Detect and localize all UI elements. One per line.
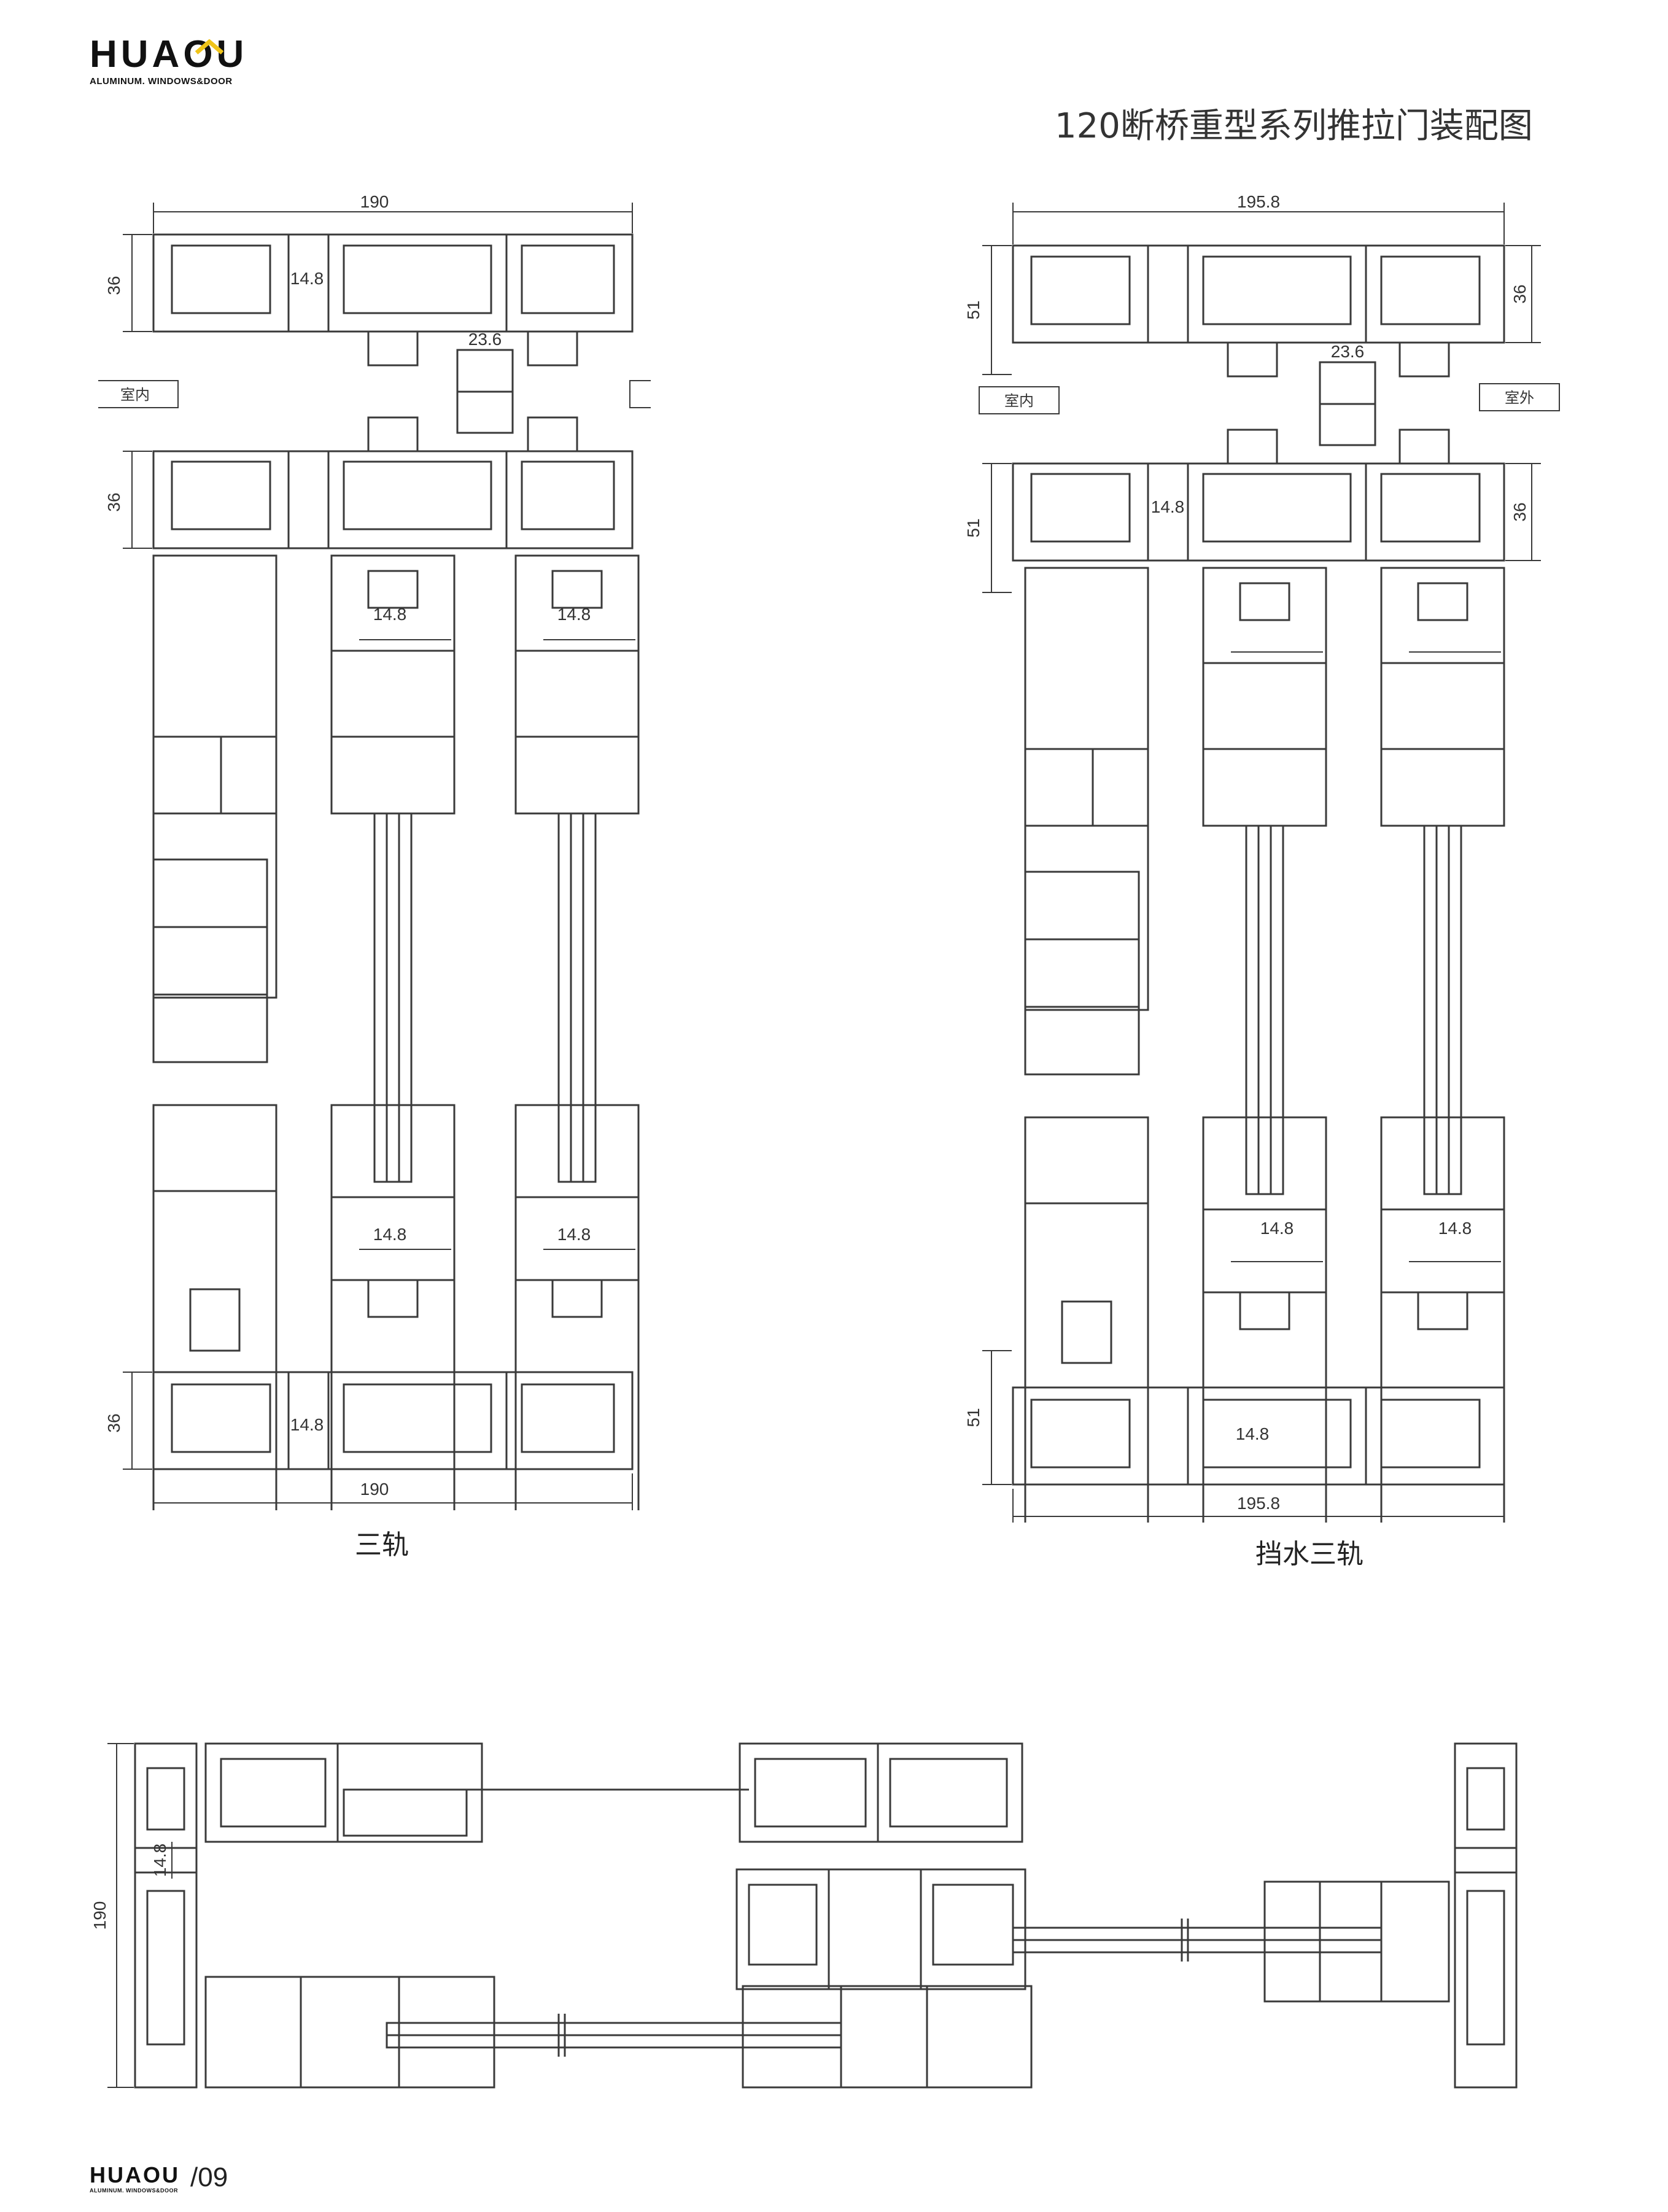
dim-gap-top-frame: 14.8 — [290, 269, 324, 288]
dim-width-bottom: 190 — [360, 1480, 389, 1499]
drawing-three-track: 190 36 36 36 190 14.8 23.6 14.8 14.8 14.… — [98, 192, 651, 1510]
dim-width-top: 190 — [360, 192, 389, 211]
logo-accent-icon — [195, 39, 224, 55]
page-number: /09 — [190, 2162, 228, 2192]
footer-logo-subtitle: ALUMINUM. WINDOWS&DOOR — [90, 2187, 178, 2194]
dim-height-mid: 36 — [104, 492, 123, 511]
drawing-water-stop-three-track: 195.8 51 36 51 36 51 195.8 23.6 14.8 14.… — [964, 192, 1560, 1523]
dim-gap-center: 23.6 — [468, 330, 502, 349]
dim-height-top-right: 36 — [1510, 284, 1529, 303]
dim-gap-frame: 14.8 — [1151, 497, 1185, 516]
dim-gap-center: 23.6 — [1331, 342, 1365, 361]
dim-height-bottom: 36 — [104, 1413, 123, 1432]
dim-height-mid-right: 36 — [1510, 502, 1529, 521]
drawing-horizontal-section: 190 14.8 — [92, 1742, 1518, 2089]
dim-height-bottom: 51 — [964, 1408, 983, 1427]
dim-gap-bottom-frame: 14.8 — [1236, 1424, 1270, 1443]
footer-logo: HUAOU ALUMINUM. WINDOWS&DOOR — [90, 2164, 180, 2194]
dim-gap: 14.8 — [150, 1844, 169, 1877]
label-outside: 室外 — [1505, 390, 1534, 406]
dim-gap-sash-1: 14.8 — [1260, 1219, 1294, 1238]
dim-width-bottom: 195.8 — [1237, 1494, 1280, 1513]
caption-three-track: 三轨 — [355, 1529, 409, 1561]
brand-logo: HUAOU ALUMINUM. WINDOWS&DOOR — [90, 36, 247, 87]
brand-logo-text: HUAOU — [90, 33, 248, 76]
dim-gap-sash-2: 14.8 — [557, 605, 591, 624]
label-inside: 室内 — [120, 387, 150, 403]
dim-gap-sash-1: 14.8 — [373, 605, 407, 624]
dim-gap-sash-4: 14.8 — [557, 1225, 591, 1244]
dim-height: 190 — [92, 1901, 109, 1930]
label-inside: 室内 — [1004, 393, 1034, 409]
brand-logo-subtitle: ALUMINUM. WINDOWS&DOOR — [90, 76, 233, 87]
dim-width-top: 195.8 — [1237, 192, 1280, 211]
dim-gap-sash-2: 14.8 — [1438, 1219, 1472, 1238]
dim-gap-bottom-frame: 14.8 — [290, 1415, 324, 1434]
dim-gap-sash-3: 14.8 — [373, 1225, 407, 1244]
footer-logo-text: HUAOU — [90, 2162, 180, 2187]
page-title: 120断桥重型系列推拉门装配图 — [1055, 106, 1533, 146]
dim-height-mid-left: 51 — [964, 518, 983, 537]
dim-height-top-left: 51 — [964, 300, 983, 319]
caption-water-stop-three-track: 挡水三轨 — [1255, 1539, 1363, 1570]
dim-height-top: 36 — [104, 276, 123, 295]
